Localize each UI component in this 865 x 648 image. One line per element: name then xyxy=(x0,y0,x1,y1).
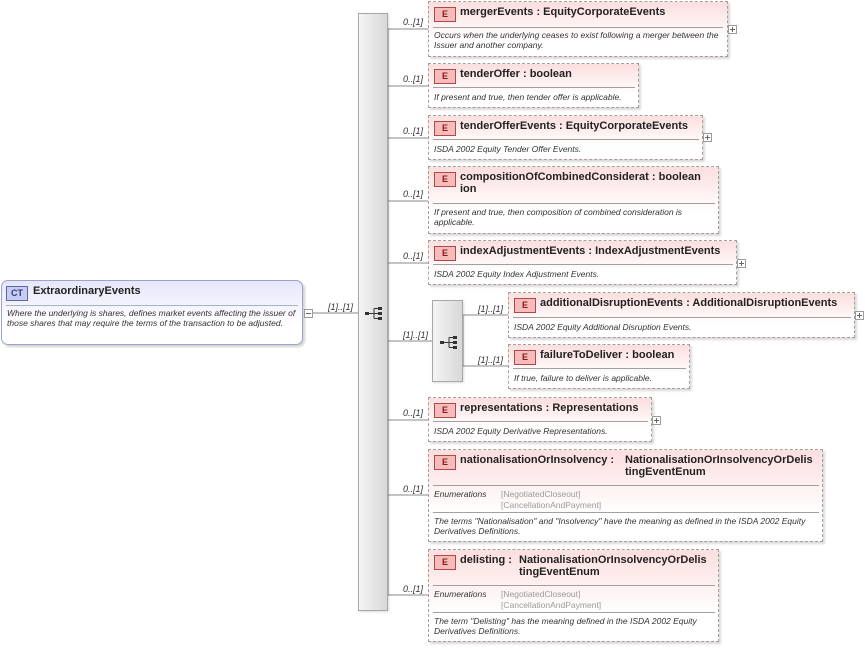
element-doc: The terms "Nationalisation" and "Insolve… xyxy=(434,516,806,536)
complex-type-badge: CT xyxy=(6,286,28,301)
occurrence-label: 0..[1] xyxy=(403,74,424,84)
sequence-icon xyxy=(440,336,457,349)
element-badge: E xyxy=(514,350,536,365)
element-doc: ISDA 2002 Equity Index Adjustment Events… xyxy=(434,269,600,279)
divider xyxy=(513,317,851,318)
element-name: additionalDisruptionEvents : AdditionalD… xyxy=(540,297,838,309)
enum-value: [CancellationAndPayment] xyxy=(501,500,602,510)
element-representations[interactable]: E representations : Representations ISDA… xyxy=(428,397,652,442)
occurrence-label: 0..[1] xyxy=(403,17,424,27)
element-indexAdjustmentEvents[interactable]: E indexAdjustmentEvents : IndexAdjustmen… xyxy=(428,240,737,285)
occurrence-label: [1]..[1] xyxy=(328,302,354,312)
element-doc: ISDA 2002 Equity Tender Offer Events. xyxy=(434,144,582,154)
element-badge: E xyxy=(434,7,456,22)
occurrence-label: 0..[1] xyxy=(403,584,424,594)
element-name: failureToDeliver : boolean xyxy=(540,349,675,361)
expand-icon[interactable] xyxy=(855,311,864,320)
occurrence-label: [1]..[1] xyxy=(478,304,504,314)
element-mergerEvents[interactable]: E mergerEvents : EquityCorporateEvents O… xyxy=(428,1,728,57)
element-doc: If present and true, then tender offer i… xyxy=(434,92,622,102)
divider xyxy=(433,139,699,140)
sequence-compositor[interactable] xyxy=(358,13,388,611)
element-name: compositionOfCombinedConsiderat : boolea… xyxy=(460,171,701,195)
element-nationalisationOrInsolvency[interactable]: E nationalisationOrInsolvency : National… xyxy=(428,449,823,542)
divider xyxy=(433,512,819,513)
expand-icon[interactable] xyxy=(728,25,737,34)
divider xyxy=(433,27,723,28)
occurrence-label: 0..[1] xyxy=(403,484,424,494)
element-name: representations : Representations xyxy=(460,402,639,414)
occurrence-label: 0..[1] xyxy=(403,189,424,199)
complex-type-box[interactable]: CT ExtraordinaryEvents Where the underly… xyxy=(1,280,303,345)
complex-type-doc: Where the underlying is shares, defines … xyxy=(7,308,296,328)
occurrence-label: [1]..[1] xyxy=(403,330,429,340)
element-badge: E xyxy=(434,455,456,470)
element-failureToDeliver[interactable]: E failureToDeliver : boolean If true, fa… xyxy=(508,344,690,389)
divider xyxy=(433,264,733,265)
element-additionalDisruptionEvents[interactable]: E additionalDisruptionEvents : Additiona… xyxy=(508,292,855,338)
element-name: delisting : xyxy=(460,554,512,566)
element-name: mergerEvents : EquityCorporateEvents xyxy=(460,6,666,18)
element-doc: ISDA 2002 Equity Derivative Representati… xyxy=(434,426,608,436)
divider xyxy=(433,87,635,88)
element-badge: E xyxy=(434,172,456,187)
sequence-icon xyxy=(365,307,382,320)
element-badge: E xyxy=(434,121,456,136)
occurrence-label: 0..[1] xyxy=(403,408,424,418)
enumerations-label: Enumerations xyxy=(434,489,487,499)
occurrence-label: 0..[1] xyxy=(403,251,424,261)
collapse-icon[interactable] xyxy=(304,309,313,318)
divider xyxy=(433,203,715,204)
occurrence-label: [1]..[1] xyxy=(478,355,504,365)
enum-value: [NegotiatedCloseout] xyxy=(501,489,581,499)
expand-icon[interactable] xyxy=(737,259,746,268)
element-name: nationalisationOrInsolvency : xyxy=(460,454,615,466)
complex-type-name: ExtraordinaryEvents xyxy=(33,285,141,297)
divider xyxy=(433,485,819,486)
element-badge: E xyxy=(434,246,456,261)
divider xyxy=(433,612,715,613)
element-doc: If true, failure to deliver is applicabl… xyxy=(514,373,652,383)
element-doc: If present and true, then composition of… xyxy=(434,207,683,227)
expand-icon[interactable] xyxy=(652,416,661,425)
element-doc: Occurs when the underlying ceases to exi… xyxy=(434,30,719,50)
element-badge: E xyxy=(514,298,536,313)
element-compositionOfCombinedConsideration[interactable]: E compositionOfCombinedConsiderat : bool… xyxy=(428,166,719,234)
occurrence-label: 0..[1] xyxy=(403,126,424,136)
element-tenderOfferEvents[interactable]: E tenderOfferEvents : EquityCorporateEve… xyxy=(428,115,703,160)
element-doc: ISDA 2002 Equity Additional Disruption E… xyxy=(514,322,692,332)
divider xyxy=(6,305,298,306)
element-doc: The term "Delisting" has the meaning def… xyxy=(434,616,697,636)
enum-value: [NegotiatedCloseout] xyxy=(501,589,581,599)
element-name: indexAdjustmentEvents : IndexAdjustmentE… xyxy=(460,245,721,257)
divider xyxy=(433,585,715,586)
element-name: tenderOffer : boolean xyxy=(460,68,572,80)
element-badge: E xyxy=(434,69,456,84)
enumerations-label: Enumerations xyxy=(434,589,487,599)
inner-sequence-compositor[interactable] xyxy=(432,300,463,382)
element-name: tenderOfferEvents : EquityCorporateEvent… xyxy=(460,120,689,132)
element-badge: E xyxy=(434,403,456,418)
element-tenderOffer[interactable]: E tenderOffer : boolean If present and t… xyxy=(428,63,639,108)
divider xyxy=(433,421,648,422)
element-badge: E xyxy=(434,555,456,570)
element-delisting[interactable]: E delisting : NationalisationOrInsolvenc… xyxy=(428,549,719,642)
expand-icon[interactable] xyxy=(703,133,712,142)
divider xyxy=(513,368,686,369)
enum-value: [CancellationAndPayment] xyxy=(501,600,602,610)
